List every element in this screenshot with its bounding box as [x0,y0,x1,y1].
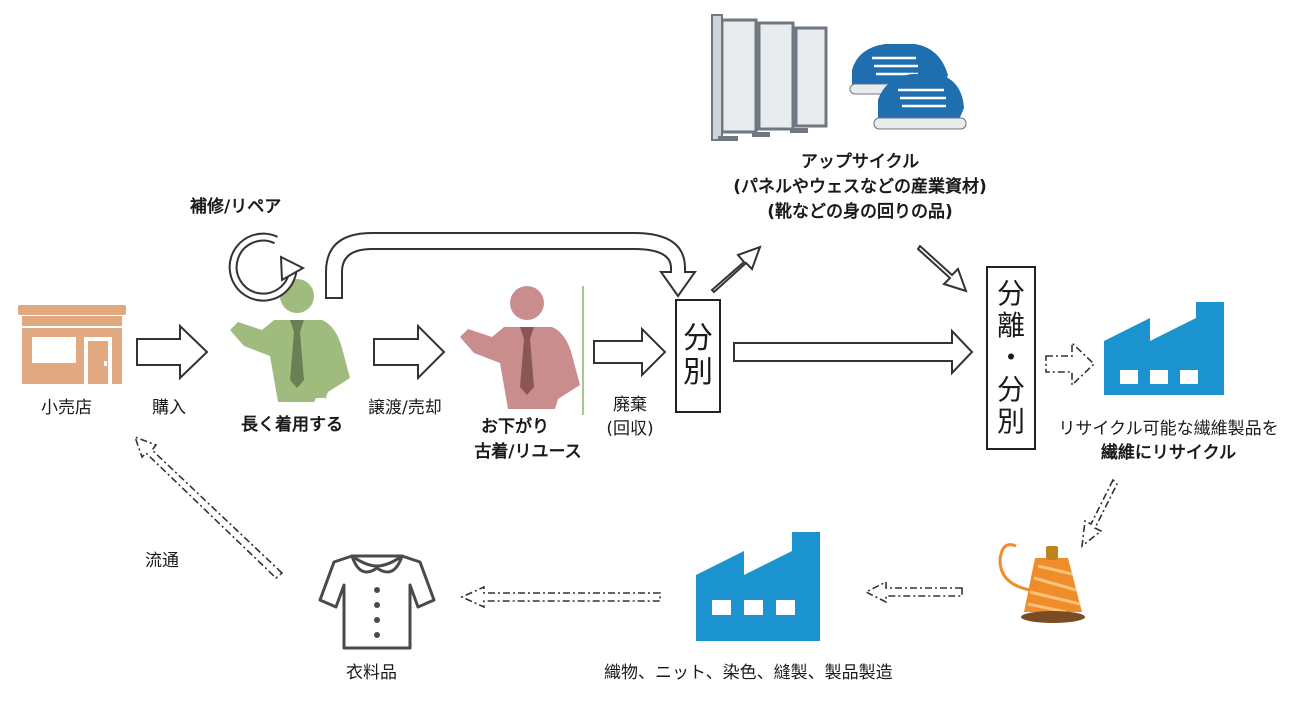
arrow-from-upcycle [916,244,968,293]
separate-sort-box: 分 離 ・ 分 別 [986,266,1036,450]
arrow-distribution [133,435,284,580]
arrow-to-upcycle [710,245,762,294]
arrow-disposal [593,326,667,378]
separate-box-char: ・ [996,340,1025,374]
label-wear-long: 長く着用する [241,415,343,435]
panel-icon [711,14,828,141]
sneaker-icon [849,44,967,130]
separate-box-char: 離 [996,308,1025,342]
label-purchase: 購入 [152,398,186,418]
dashed-arrows [133,341,1118,609]
separate-box-char: 分 [996,276,1025,310]
person-icon [230,279,350,402]
label-used-reuse: 古着/リユース [474,442,582,462]
label-upcycle: アップサイクル [800,152,920,172]
label-clothing: 衣料品 [346,663,397,683]
label-fiber-recycle: 繊維にリサイクル [1100,443,1237,463]
separate-box-char: 別 [996,405,1025,439]
label-recyclable: リサイクル可能な繊維製品を [1058,419,1279,439]
label-distribution: 流通 [145,551,179,571]
arrow-to-recycle [1045,341,1096,387]
sort-box-char: 分 [683,320,713,356]
label-transfer: 譲渡/売却 [368,398,442,418]
arrow-purchase [136,323,209,381]
label-manufacturing: 織物、ニット、染色、縫製、製品製造 [604,663,893,683]
label-disposal: 廃棄 [613,395,647,415]
arrow-to-clothing [460,585,661,609]
label-upcycle-goods: (靴などの身の回りの品) [767,202,953,222]
factory-icon [696,532,820,641]
factory-icon [1104,302,1224,395]
label-repair: 補修/リペア [190,197,282,217]
label-hand-me-down: お下がり [481,417,549,437]
separate-box-char: 分 [996,373,1025,407]
flow-arrows [136,232,974,381]
arrow-transfer [373,323,446,381]
sort-box: 分 別 [675,299,721,413]
yarn-spool-icon [998,543,1085,623]
shop-icon [18,305,126,384]
sort-box-char: 別 [683,355,713,390]
label-upcycle-materials: (パネルやウェスなどの産業資材) [733,177,987,197]
repair-cycle-icon [228,232,306,302]
arrow-to-factory [864,580,963,604]
arrow-bypass [325,232,697,299]
arrow-to-separate [733,328,974,376]
blouse-icon [318,554,436,650]
arrow-to-yarn [1080,478,1118,548]
label-shop: 小売店 [41,398,92,418]
label-collection: (回収) [606,419,654,439]
person-icon [460,286,580,409]
